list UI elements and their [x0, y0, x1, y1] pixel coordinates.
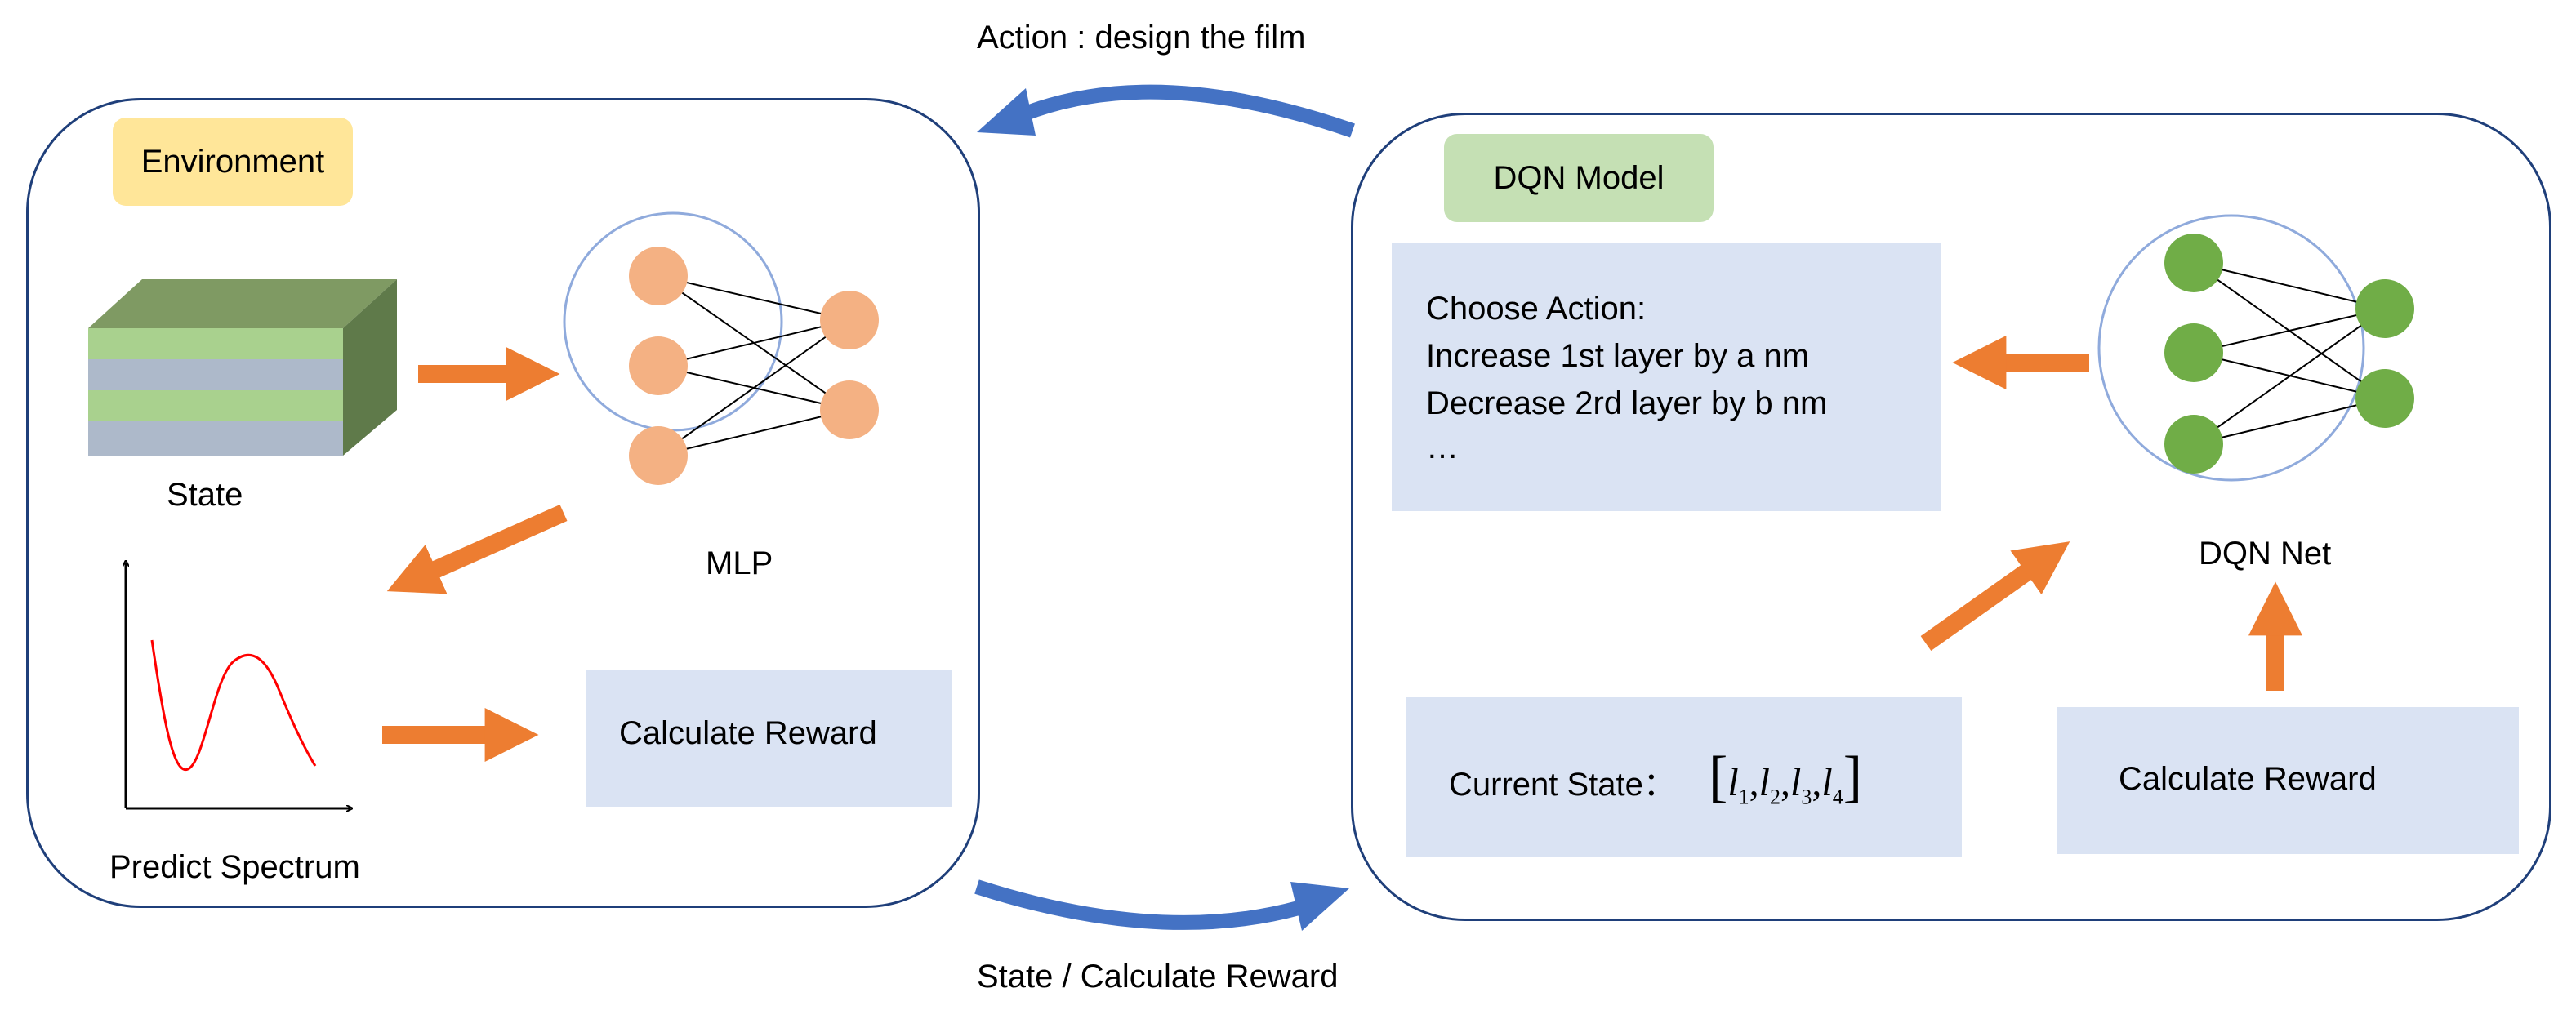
- state-vector: [l1,l2,l3,l4]: [1709, 745, 1862, 809]
- choose-action-box: Choose Action: Increase 1st layer by a n…: [1392, 243, 1941, 511]
- dqn-net-label: DQN Net: [2199, 536, 2332, 572]
- dqn-model-tag: DQN Model: [1444, 134, 1714, 222]
- predict-spectrum-label: Predict Spectrum: [109, 849, 360, 885]
- dqn-reward-box: Calculate Reward: [2057, 707, 2519, 854]
- state-vector-open-bracket: [: [1709, 745, 1728, 808]
- state-vector-close-bracket: ]: [1843, 745, 1862, 808]
- action-flow-arrow: [977, 84, 1355, 138]
- dqn-network-icon: [2097, 214, 2414, 482]
- state-label: State: [167, 477, 243, 513]
- state-vector-l2: l2: [1758, 761, 1780, 809]
- mlp-label: MLP: [706, 545, 773, 581]
- state-to-dqn-net-arrow: [1920, 541, 2070, 651]
- predicted-spectrum-plot: [126, 563, 350, 808]
- state-vector-l4: l4: [1821, 761, 1843, 809]
- environment-tag: Environment: [113, 118, 353, 206]
- dqn-reward-label: Calculate Reward: [2119, 761, 2377, 797]
- choose-action-line-4: …: [1426, 429, 1459, 465]
- current-state-box: Current State： [l1,l2,l3,l4]: [1406, 697, 1962, 857]
- state-flow-label: State / Calculate Reward: [977, 959, 1339, 995]
- choose-action-line-3: Decrease 2rd layer by b nm: [1426, 385, 1828, 421]
- current-state-label: Current State：: [1449, 767, 1676, 803]
- state-flow-arrow: [974, 879, 1349, 931]
- mlp-network-icon: [563, 211, 879, 485]
- environment-reward-label: Calculate Reward: [619, 715, 877, 751]
- action-flow-label: Action : design the film: [977, 20, 1306, 56]
- film-stack-icon: [88, 279, 397, 456]
- state-vector-l3: l3: [1790, 761, 1812, 809]
- choose-action-line-2: Increase 1st layer by a nm: [1426, 338, 1810, 374]
- mlp-to-spectrum-arrow: [386, 504, 568, 594]
- choose-action-line-1: Choose Action:: [1426, 291, 1647, 327]
- state-vector-l1: l1: [1727, 761, 1749, 809]
- environment-reward-box: Calculate Reward: [586, 670, 952, 807]
